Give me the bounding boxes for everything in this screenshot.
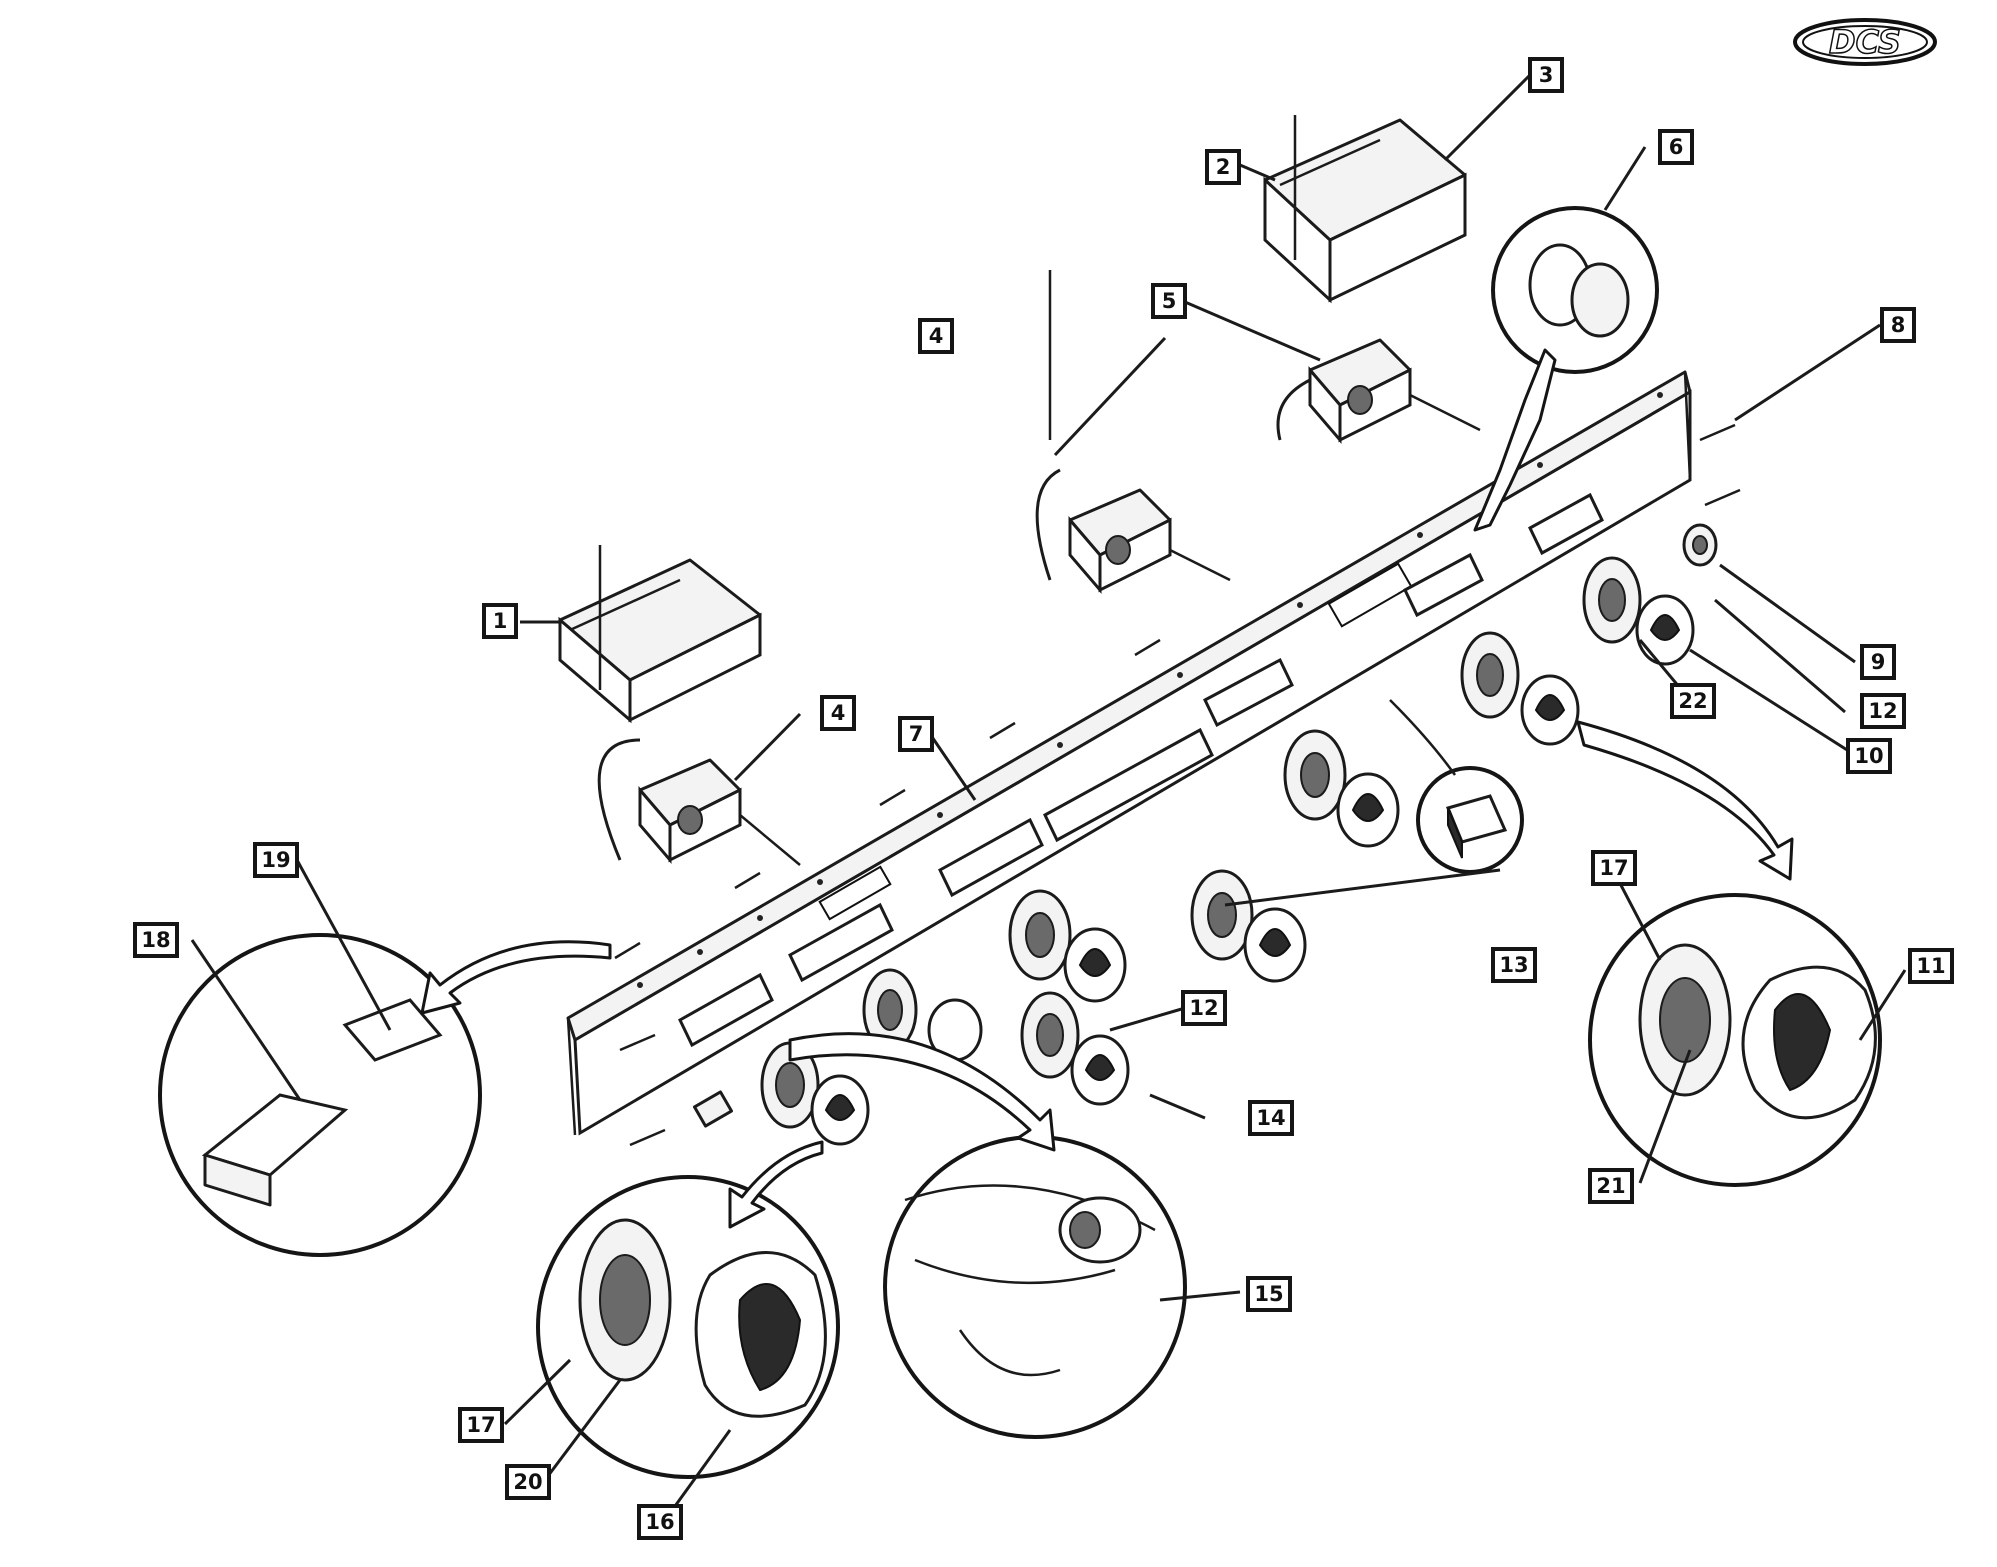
callout-4-upper: 4: [918, 318, 954, 354]
part-9-nut: [1682, 523, 1718, 567]
detail-circle-6: [1473, 206, 1659, 532]
svg-text:7: 7: [909, 722, 924, 746]
screws: [614, 423, 1741, 1147]
spark-module-upper: [1263, 115, 1467, 304]
detail-circle-16: [536, 1140, 840, 1479]
callout-12-right: 12: [1860, 693, 1906, 729]
callout-11: 11: [1908, 948, 1954, 984]
callout-9: 9: [1860, 644, 1896, 680]
detail-circle-13: [1389, 699, 1524, 874]
detail-circle-15: [788, 1032, 1187, 1439]
callout-18: 18: [133, 922, 179, 958]
svg-text:17: 17: [1599, 856, 1628, 880]
bezel-knob-set-h: [1582, 556, 1695, 666]
callout-3: 3: [1528, 57, 1564, 93]
svg-text:6: 6: [1669, 135, 1684, 159]
svg-text:4: 4: [929, 324, 944, 348]
callout-12-center: 12: [1181, 990, 1227, 1026]
svg-text:14: 14: [1256, 1106, 1285, 1130]
bezel-knob-set-f: [1283, 729, 1400, 848]
callout-22: 22: [1670, 683, 1716, 719]
svg-text:8: 8: [1891, 313, 1906, 337]
callout-8: 8: [1880, 307, 1916, 343]
callout-16: 16: [637, 1504, 683, 1540]
spark-module-lower: [558, 545, 762, 724]
dcs-logo: DCS: [1793, 18, 1937, 66]
svg-text:15: 15: [1254, 1282, 1283, 1306]
svg-text:3: 3: [1539, 63, 1554, 87]
svg-text:1: 1: [493, 609, 508, 633]
svg-text:2: 2: [1216, 155, 1231, 179]
svg-text:13: 13: [1499, 953, 1528, 977]
bezels-and-knobs: [693, 523, 1718, 1146]
detail-circle-18: [158, 933, 612, 1257]
callout-14: 14: [1248, 1100, 1294, 1136]
svg-text:12: 12: [1189, 996, 1218, 1020]
svg-text:17: 17: [466, 1413, 495, 1437]
callout-20: 20: [505, 1464, 551, 1500]
bezel-knob-set-d: [1020, 991, 1130, 1106]
svg-text:11: 11: [1916, 954, 1945, 978]
callout-2: 2: [1205, 149, 1241, 185]
callout-13: 13: [1491, 947, 1537, 983]
valve-shafts: [678, 492, 1604, 1048]
callout-21: 21: [1588, 1168, 1634, 1204]
bezel-knob-set-a: [760, 1041, 870, 1146]
ignitor-switch: [693, 1090, 733, 1128]
svg-text:19: 19: [261, 848, 290, 872]
svg-text:12: 12: [1868, 699, 1897, 723]
valve-upper: [1276, 338, 1481, 445]
bezel-knob-set-b: [862, 968, 983, 1062]
svg-text:10: 10: [1854, 744, 1883, 768]
bezel-knob-set-g: [1460, 631, 1580, 746]
callout-5: 5: [1151, 283, 1187, 319]
valve-middle: [1035, 270, 1231, 595]
svg-text:18: 18: [141, 928, 170, 952]
callout-15: 15: [1246, 1276, 1292, 1312]
svg-text:20: 20: [513, 1470, 542, 1494]
panel-display: [818, 562, 1413, 921]
svg-text:22: 22: [1678, 689, 1707, 713]
svg-text:16: 16: [645, 1510, 674, 1534]
svg-text:9: 9: [1871, 650, 1886, 674]
logo-text: DCS: [1829, 23, 1901, 61]
callout-17-left: 17: [458, 1407, 504, 1443]
valve-lower: [597, 738, 801, 866]
callout-7: 7: [898, 716, 934, 752]
detail-circle-11: [1576, 720, 1882, 1187]
callout-4-lower: 4: [820, 695, 856, 731]
svg-text:5: 5: [1162, 289, 1177, 313]
callout-10: 10: [1846, 738, 1892, 774]
callout-19: 19: [253, 842, 299, 878]
callout-1: 1: [482, 603, 518, 639]
svg-text:21: 21: [1596, 1174, 1625, 1198]
bezel-knob-set-c: [1008, 889, 1127, 1003]
bezel-knob-set-e: [1190, 869, 1307, 983]
callout-6: 6: [1658, 129, 1694, 165]
svg-text:4: 4: [831, 701, 846, 725]
callout-17-right: 17: [1591, 850, 1637, 886]
